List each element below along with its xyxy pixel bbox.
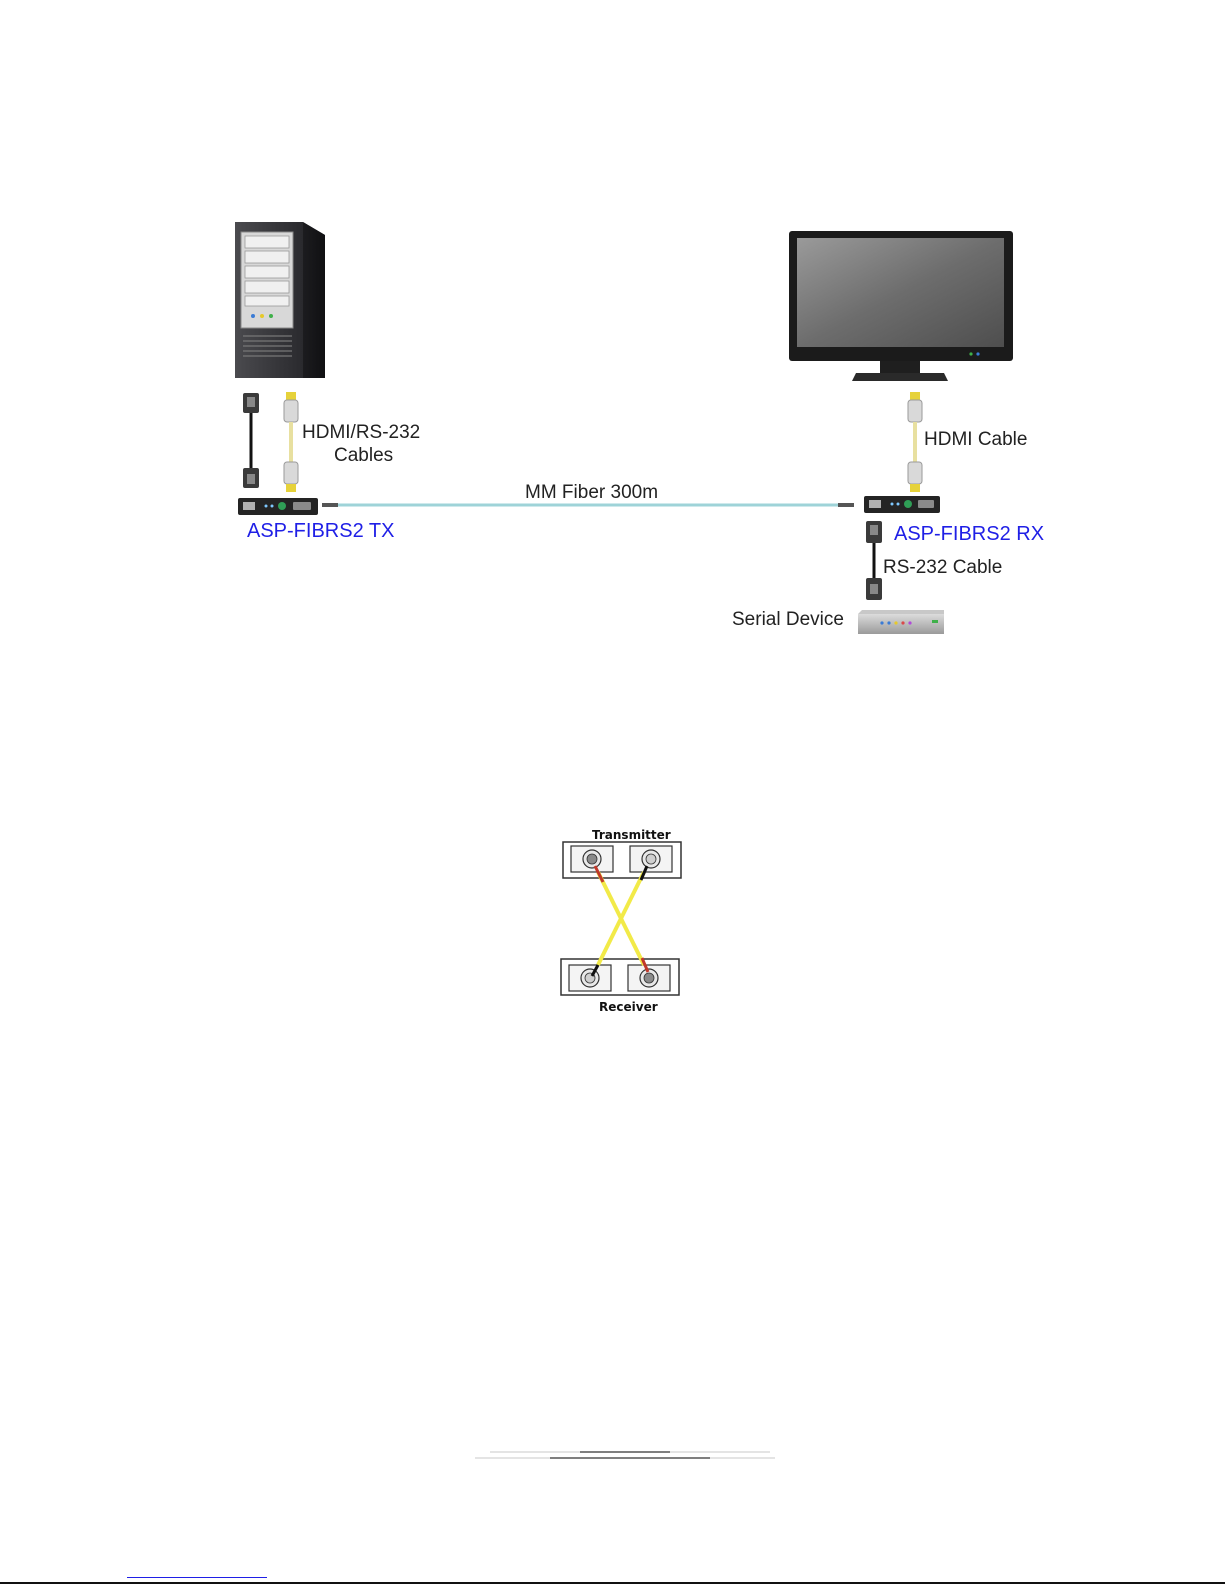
- page-bottom-rule: [0, 1582, 1225, 1584]
- footer-link-underline: [127, 1577, 267, 1578]
- transmitter-port-block-icon: [563, 842, 681, 878]
- receiver-label: Receiver: [599, 1001, 658, 1013]
- footer-divider: [470, 1450, 780, 1462]
- fiber-crossover-diagram: [0, 0, 1225, 1100]
- transmitter-label: Transmitter: [592, 829, 671, 841]
- receiver-port-block-icon: [561, 959, 679, 995]
